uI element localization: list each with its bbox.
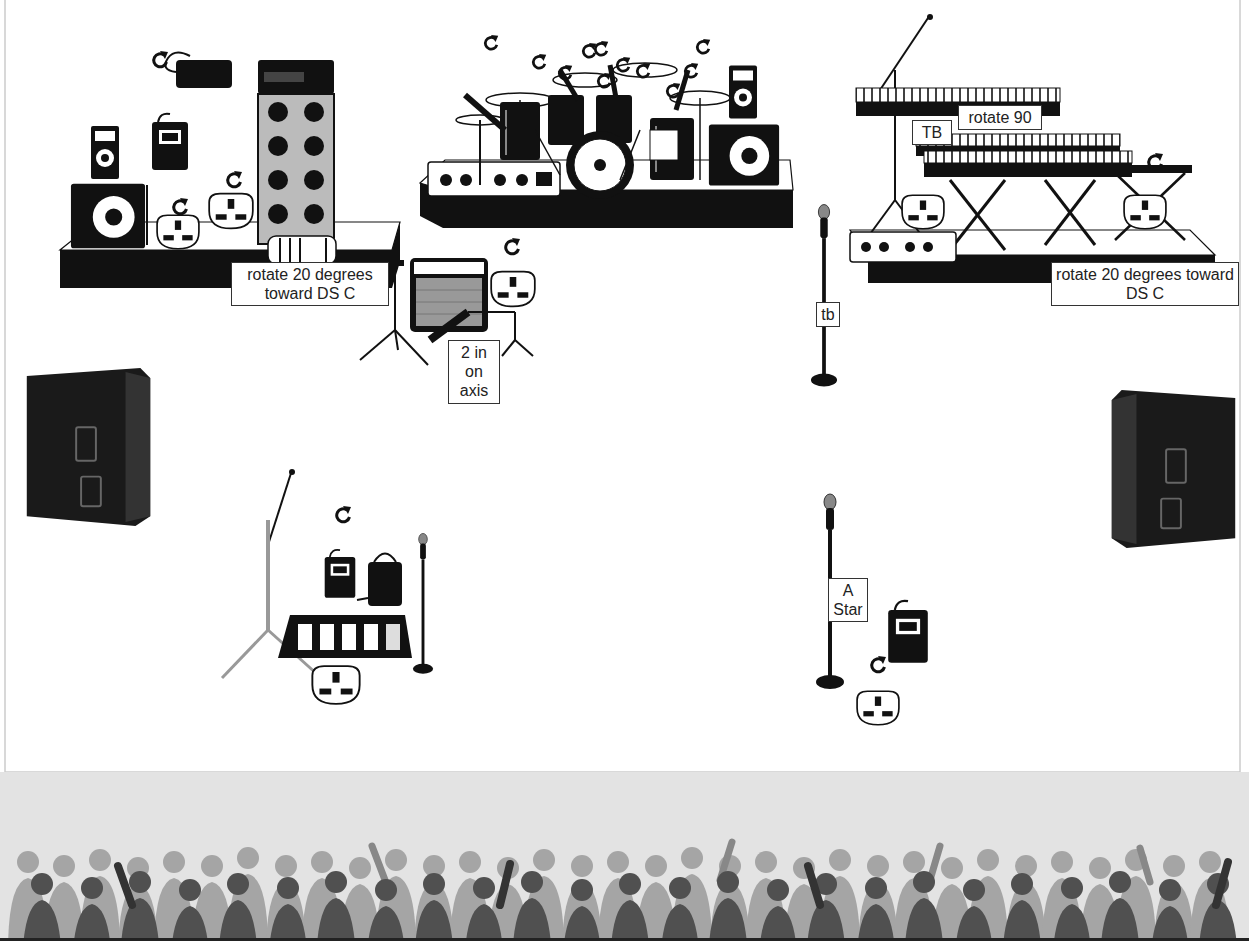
talkback-mic: [811, 205, 837, 387]
rotate-arrow: [637, 63, 650, 77]
power-drop: [209, 194, 253, 229]
raised-arms: [372, 842, 1150, 882]
monitor-speaker: [91, 126, 119, 179]
power-drop: [157, 215, 199, 248]
rotate-arrow: [154, 51, 168, 67]
wedge-monitor: [71, 184, 145, 249]
rotate-arrow: [685, 63, 698, 77]
note-box: rotate 20 degrees toward DS C: [231, 262, 389, 306]
rotate-arrow: [337, 506, 351, 522]
power-drop: [491, 272, 535, 307]
pedalboard: [278, 615, 412, 658]
note-text: rotate 20 degrees toward DS C: [1056, 265, 1234, 303]
power-supply: [357, 554, 402, 607]
rotate-arrow: [595, 41, 608, 55]
rotate-arrow: [174, 198, 188, 214]
rotate-arrow: [872, 656, 886, 672]
monitor-speaker: [729, 66, 757, 119]
power-drop: [1124, 195, 1166, 228]
note-text: TB: [917, 123, 947, 142]
note-box: TB: [912, 120, 952, 145]
rotate-arrow: [697, 39, 710, 53]
rotate-arrow: [1149, 153, 1163, 169]
stand: [146, 185, 148, 245]
keyboards: [850, 88, 1192, 262]
side-fill: [27, 368, 150, 526]
vocal-mic: [413, 533, 433, 673]
rotate-arrow: [559, 65, 572, 79]
note-text: tb: [821, 305, 835, 324]
side-fill: [1112, 390, 1235, 548]
note-box: A Star: [828, 578, 868, 622]
note-text: 2 in on axis: [453, 343, 495, 401]
rotate-arrow: [617, 57, 630, 71]
rotate-arrow: [598, 73, 611, 87]
power-drop: [902, 195, 944, 228]
crowd-front: [22, 871, 1238, 941]
note-text: rotate 90: [963, 108, 1037, 127]
bass-rig: [258, 60, 336, 264]
boom-stand: [222, 469, 318, 678]
rotate-arrow: [533, 54, 546, 68]
drum-kit: [428, 63, 730, 199]
note-box: 2 in on axis: [448, 340, 500, 404]
note-box: rotate 90: [958, 105, 1042, 130]
note-text: A Star: [833, 581, 863, 619]
raised-arms: [118, 862, 1228, 905]
rotate-arrow: [506, 238, 520, 254]
note-box: tb: [816, 302, 840, 327]
power-drop: [312, 666, 359, 704]
note-text: rotate 20 degrees toward DS C: [236, 265, 384, 303]
drum-fill: [709, 124, 779, 185]
iem-pack: [888, 601, 928, 663]
rotate-arrow: [228, 171, 242, 187]
power-drop: [857, 691, 899, 724]
iem-pack: [325, 550, 356, 598]
rotate-arrow: [667, 83, 680, 97]
bottom-edge: [0, 938, 1249, 941]
power-supply: [165, 52, 232, 88]
rotate-arrow: [485, 35, 498, 49]
stage-area: [5, 0, 1240, 772]
iem-pack: [152, 114, 188, 170]
note-box: rotate 20 degrees toward DS C: [1051, 262, 1239, 306]
